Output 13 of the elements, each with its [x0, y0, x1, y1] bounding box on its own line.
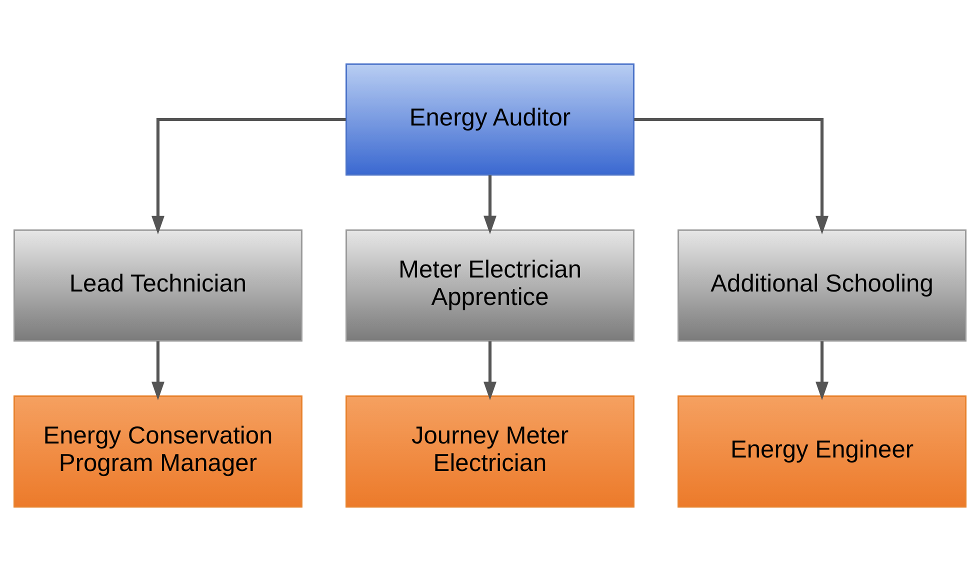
- node-box: Journey Meter Electrician: [346, 395, 634, 508]
- arrow: [152, 118, 346, 234]
- arrow: [152, 341, 164, 400]
- node-box: Energy Conservation Program Manager: [13, 395, 302, 508]
- node-box: Lead Technician: [13, 229, 302, 342]
- node-box: Energy Engineer: [678, 395, 967, 508]
- node-box: Meter Electrician Apprentice: [346, 229, 634, 342]
- node-box: Additional Schooling: [678, 229, 967, 342]
- arrow: [484, 175, 496, 234]
- arrow: [484, 341, 496, 400]
- node-box: Energy Auditor: [346, 63, 634, 176]
- arrow: [816, 341, 828, 400]
- arrow: [634, 118, 828, 234]
